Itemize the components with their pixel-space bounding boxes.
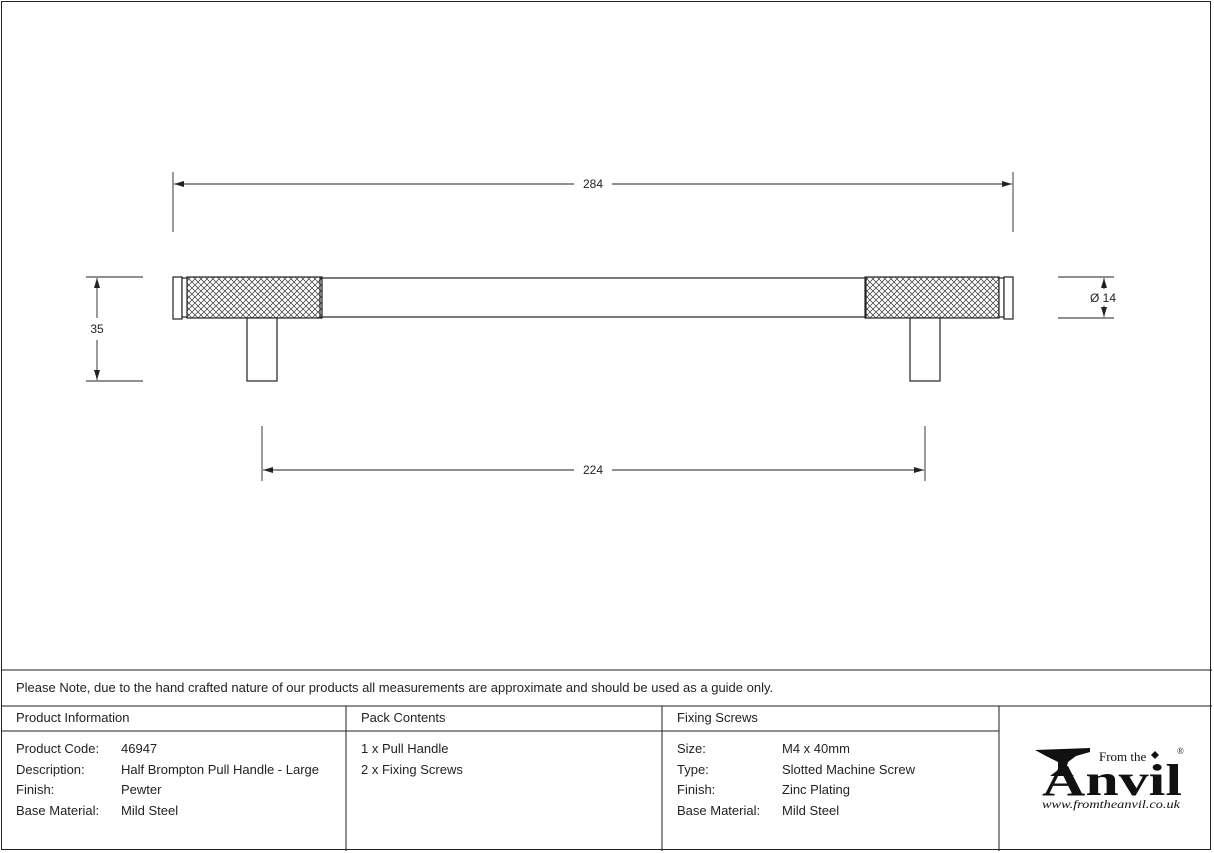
right-knurled-grip <box>864 276 1000 319</box>
dimension-diameter <box>1058 276 1114 319</box>
product-info-value: Pewter <box>121 782 162 797</box>
logo-brand: Anvil <box>1042 756 1182 805</box>
dim-overall-length-label: 284 <box>583 177 603 191</box>
product-info-value: Half Brompton Pull Handle - Large <box>121 761 319 777</box>
product-info-value: Mild Steel <box>121 802 179 818</box>
pack-contents-item: 1 x Pull Handle <box>361 741 449 756</box>
product-info-label: Description: <box>16 761 85 777</box>
fixing-screws-value: Slotted Machine Screw <box>782 761 915 777</box>
dim-projection-label: 35 <box>90 322 104 336</box>
dim-centres-label: 224 <box>583 463 603 477</box>
fixing-screws-value: Mild Steel <box>782 802 840 818</box>
left-knurled-grip <box>186 276 323 319</box>
right-end-ring <box>998 277 1005 318</box>
fixing-screws-label: Size: <box>677 741 706 756</box>
fixing-screws-value: Zinc Plating <box>782 782 850 797</box>
pack-contents-item: 2 x Fixing Screws <box>361 761 463 777</box>
pack-contents-header: Pack Contents <box>361 710 446 725</box>
fixing-screws-label: Type: <box>677 761 709 777</box>
handle-bar <box>319 277 867 318</box>
dimension-centres <box>261 426 926 481</box>
right-post <box>909 317 941 382</box>
logo-url: www.fromtheanvil.co.uk <box>1042 799 1181 811</box>
left-end-ring <box>181 277 188 318</box>
fixing-screws-value: M4 x 40mm <box>782 741 850 756</box>
logo-registered: ® <box>1177 746 1184 756</box>
left-post <box>246 317 278 382</box>
product-info-value: 46947 <box>121 741 158 756</box>
dimension-overall-length <box>172 172 1014 232</box>
dim-diameter-label: Ø 14 <box>1090 291 1116 305</box>
pull-handle-drawing <box>172 276 1014 382</box>
logo-from-the: From the <box>1099 749 1147 764</box>
from-the-anvil-logo: From the ® Anvil www.fromtheanvil.co.uk <box>1035 746 1184 811</box>
measurement-note: Please Note, due to the hand crafted nat… <box>16 680 774 695</box>
product-info-header: Product Information <box>16 710 130 725</box>
fixing-screws-label: Base Material: <box>677 802 761 818</box>
title-block-grid <box>1 669 1212 851</box>
dimension-projection <box>86 276 143 382</box>
right-end-cap <box>1003 276 1014 320</box>
left-end-cap <box>172 276 183 320</box>
anvil-icon <box>1035 748 1090 776</box>
product-info-label: Finish: <box>16 782 55 797</box>
product-info-label: Base Material: <box>16 802 100 818</box>
fixing-screws-header: Fixing Screws <box>677 710 758 725</box>
fixing-screws-label: Finish: <box>677 782 716 797</box>
product-info-label: Product Code: <box>16 741 100 756</box>
